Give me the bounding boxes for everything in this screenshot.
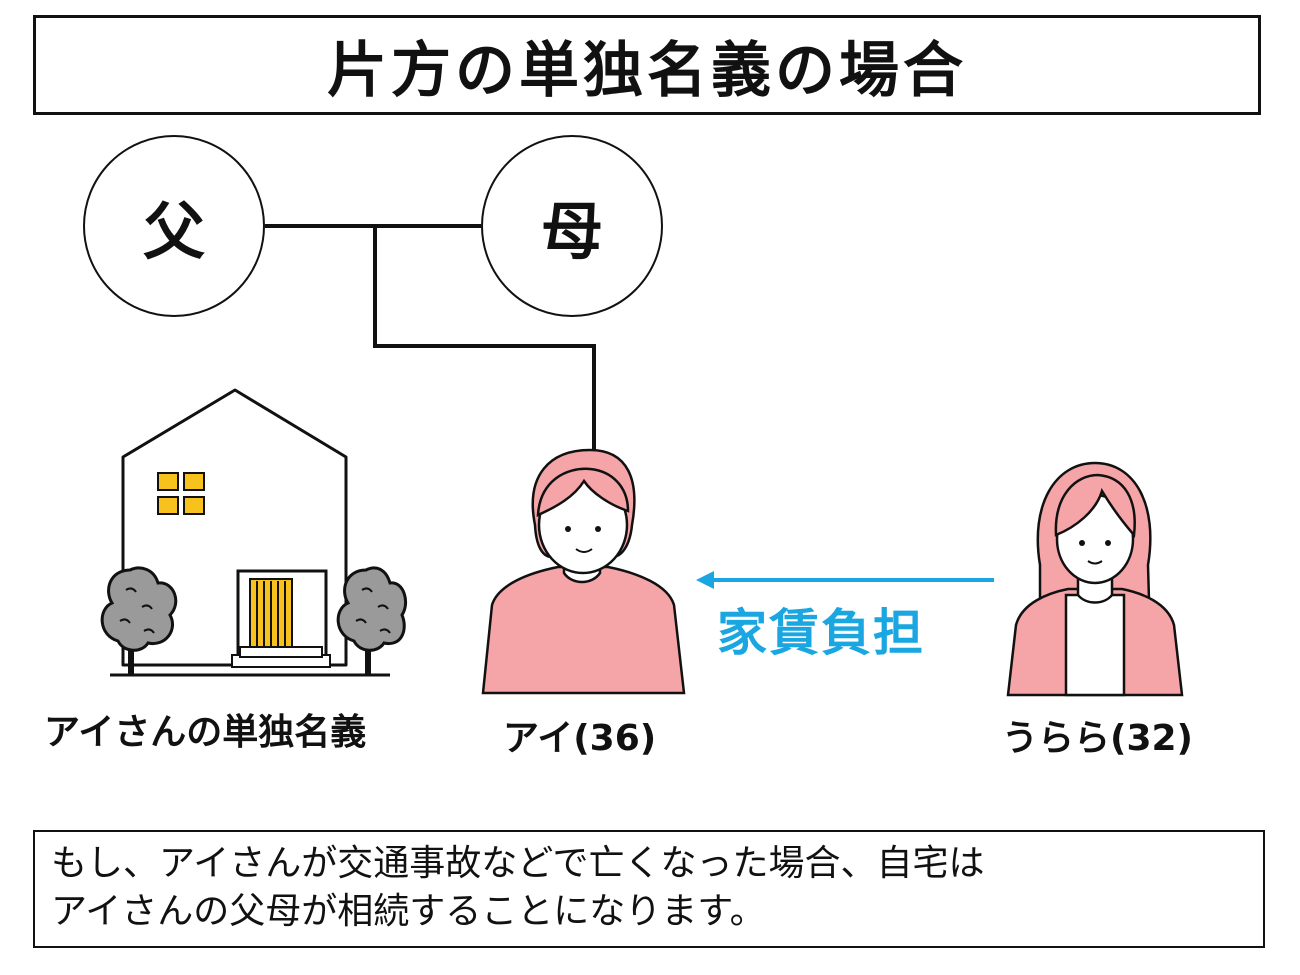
mother-label: 母 (540, 195, 603, 268)
urara-label: うらら(32) (1002, 718, 1194, 759)
note-line-2: アイさんの父母が相続することになります。 (51, 891, 766, 932)
tree-icon (100, 566, 178, 675)
tree-icon (336, 566, 407, 675)
house-ownership-label: アイさんの単独名義 (44, 712, 367, 753)
note-box: もし、アイさんが交通事故などで亡くなった場合、自宅は アイさんの父母が相続するこ… (33, 830, 1265, 948)
rent-arrow (696, 571, 994, 589)
diagram-title: 片方の単独名義の場合 (327, 35, 967, 106)
mother-node: 母 (481, 135, 663, 317)
house-icon (100, 388, 407, 677)
father-label: 父 (142, 195, 205, 268)
rent-burden-label: 家賃負担 (717, 604, 925, 662)
window-icon (157, 472, 205, 515)
person-urara-illustration (1006, 461, 1184, 697)
title-box: 片方の単独名義の場合 (33, 15, 1261, 115)
person-ai-illustration (481, 448, 686, 695)
note-line-1: もし、アイさんが交通事故などで亡くなった場合、自宅は (51, 843, 985, 884)
ai-label: アイ(36) (503, 718, 657, 759)
father-node: 父 (83, 135, 265, 317)
